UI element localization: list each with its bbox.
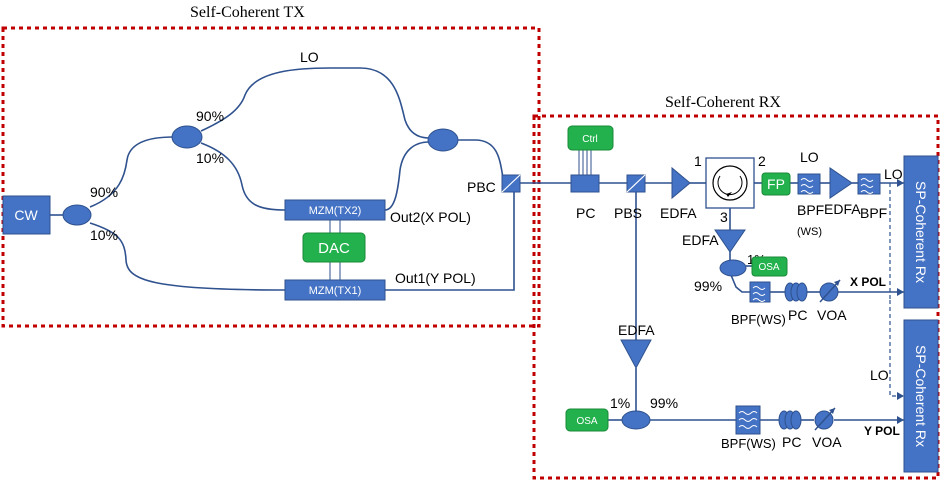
voa-x [819, 279, 841, 303]
bpf-ws-top-label: BPF [797, 202, 824, 218]
arrow-x-pol [897, 288, 904, 296]
sp-coherent-rx-bottom [903, 319, 939, 473]
ctrl [567, 125, 614, 151]
circ-port3: 3 [720, 209, 728, 225]
x-pol-label: X POL [850, 275, 886, 289]
bpf-ws-top [797, 173, 821, 195]
ws-top-label: (WS) [797, 226, 822, 238]
edfa-drop [714, 229, 746, 253]
mzm-tx1-label: MZM(TX1) [309, 285, 362, 297]
coupler-y-tap [621, 410, 651, 430]
mzm-tx1 [284, 279, 386, 301]
pbc [501, 174, 521, 193]
pc-main [570, 174, 600, 193]
tx-wires [50, 67, 571, 291]
circ-port1: 1 [694, 153, 702, 169]
pc-main-label: PC [576, 205, 595, 221]
pbs [626, 174, 646, 193]
pc-x [784, 282, 808, 302]
coupler-x-tap [719, 259, 747, 277]
out1-label: Out1(Y POL) [395, 270, 476, 286]
fp-label: FP [767, 176, 785, 192]
bpf-ws-y-label: BPF(WS) [721, 436, 776, 451]
osa-x [751, 256, 788, 277]
circulator [705, 157, 755, 209]
lo-y-label: LO [870, 367, 889, 383]
split-top-label: 90% [90, 184, 118, 200]
pbc-label: PBC [467, 179, 496, 195]
tx-frame [1, 26, 541, 328]
rx-title: Self-Coherent RX [665, 94, 781, 111]
lo-split-top-label: 90% [196, 108, 224, 124]
mzm-tx2 [284, 199, 386, 221]
edfa-y-label: EDFA [618, 322, 655, 338]
y-tap-1-label: 1% [610, 395, 630, 411]
osa-x-label: OSA [758, 262, 779, 273]
mzm-tx2-label: MZM(TX2) [309, 205, 362, 217]
y-tap-99-label: 99% [650, 395, 678, 411]
ctrl-label: Ctrl [582, 134, 598, 145]
pc-x-label: PC [788, 307, 807, 323]
edfa-main [671, 166, 691, 200]
tx-title: Self-Coherent TX [190, 4, 305, 21]
cw-label: CW [14, 207, 38, 223]
edfa-drop-label: EDFA [682, 232, 719, 248]
lo-top-right-label: LO [884, 166, 903, 182]
dac [302, 232, 366, 263]
voa-y [814, 407, 836, 431]
osa-y-label: OSA [576, 416, 597, 427]
voa-y-label: VOA [812, 434, 842, 450]
sp-coherent-rx-top-label: SP-Coherent Rx [913, 181, 929, 283]
coupler-lo-split [171, 125, 203, 149]
dac-label: DAC [318, 240, 350, 257]
edfa-top-label: EDFA [824, 201, 861, 217]
y-pol-label: Y POL [864, 424, 900, 438]
x-tap-99-label: 99% [694, 278, 722, 294]
arrow-lo-top [897, 179, 904, 187]
fp-filter [761, 172, 791, 196]
coupler-combiner [427, 128, 459, 152]
lo-tx-label: LO [300, 49, 319, 65]
arrow-lo-y [897, 392, 904, 400]
out2-label: Out2(X POL) [390, 209, 471, 225]
circ-port2: 2 [758, 153, 766, 169]
sp-coherent-rx-top [903, 155, 939, 309]
bpf-top [857, 173, 881, 195]
pc-y [778, 410, 802, 430]
bpf-ws-y [735, 405, 761, 435]
arrow-y-pol [897, 416, 904, 424]
lo-split-bottom-label: 10% [196, 150, 224, 166]
bpf-ws-x [749, 281, 771, 303]
bpf-ws-x-label: BPF(WS) [731, 312, 786, 327]
split-bottom-label: 10% [90, 227, 118, 243]
cw-laser [2, 195, 51, 235]
coupler-cw [62, 204, 92, 226]
edfa-top [829, 167, 853, 199]
voa-x-label: VOA [817, 307, 847, 323]
osa-y [565, 408, 609, 432]
edfa-y [620, 339, 652, 370]
bpf-top-label: BPF [860, 205, 887, 221]
lo-top-label: LO [800, 149, 819, 165]
edfa-main-label: EDFA [660, 205, 697, 221]
pc-y-label: PC [782, 434, 801, 450]
pbs-label: PBS [614, 205, 642, 221]
sp-coherent-rx-bottom-label: SP-Coherent Rx [913, 345, 929, 447]
